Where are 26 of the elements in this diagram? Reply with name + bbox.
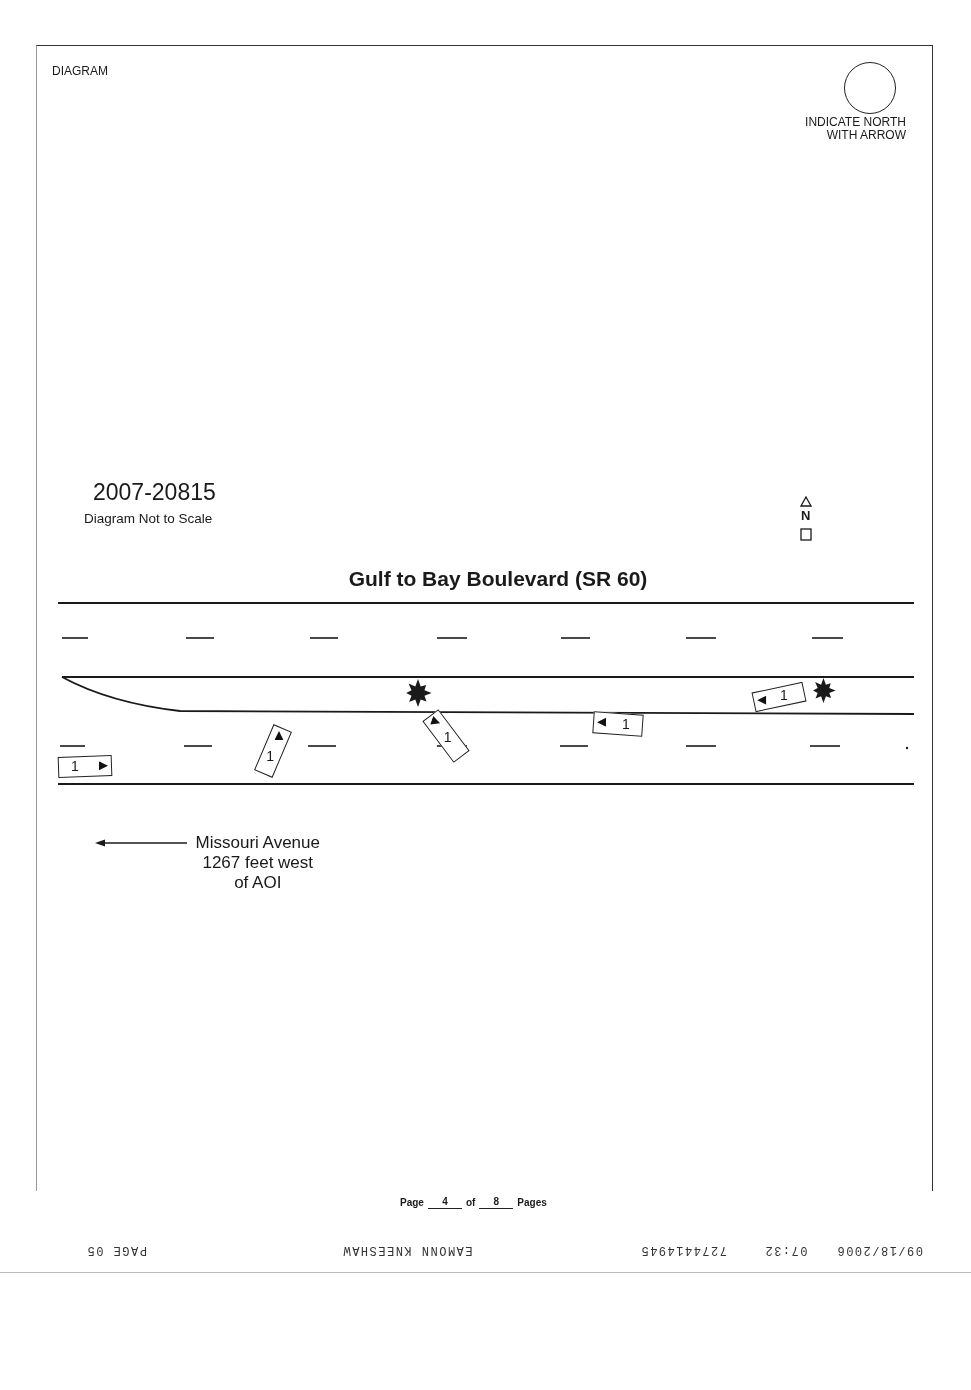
vehicle-outline: [57, 754, 113, 778]
distance-note: Missouri Avenue 1267 feet west of AOI: [194, 833, 321, 893]
instruction-text: INDICATE NORTH WITH ARROW: [804, 116, 906, 142]
street-name: Gulf to Bay Boulevard (SR 60): [348, 567, 648, 591]
north-arrow-field: [844, 62, 896, 114]
fax-header-text: EAMONN KNEESHAW: [342, 1243, 473, 1257]
vehicle-outline: [751, 681, 807, 713]
fill-in-line: 4: [427, 1196, 462, 1209]
form-text: of: [465, 1197, 476, 1209]
scale-note: Diagram Not to Scale: [84, 511, 213, 526]
vehicle-number: 1: [265, 747, 276, 765]
case-number: 2007-20815: [93, 479, 216, 506]
form-text: Pages: [517, 1197, 547, 1209]
fax-header-text: 07:32: [764, 1243, 808, 1257]
section-heading: DIAGRAM: [52, 64, 108, 78]
vehicle-number: 1: [442, 729, 453, 747]
north-letter: N: [801, 508, 811, 523]
fax-header-text: 7274414945: [640, 1243, 727, 1257]
fax-header-text: 09/18/2006: [836, 1243, 923, 1257]
vehicle-number: 1: [70, 756, 81, 775]
form-text: Page: [400, 1197, 424, 1209]
vehicle-number: 1: [779, 686, 790, 704]
vehicle-outline: [592, 711, 644, 737]
fax-header-text: PAGE 05: [86, 1243, 147, 1257]
fill-in-line: 8: [479, 1196, 514, 1209]
vehicle-number: 1: [621, 714, 631, 734]
